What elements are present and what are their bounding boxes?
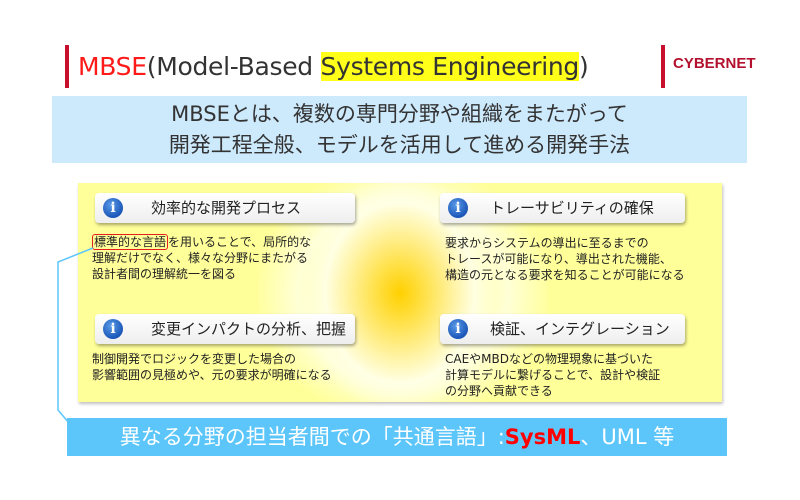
title-highlight: Systems Engineering (320, 52, 579, 81)
sysml-highlight: SysML (504, 425, 581, 449)
card-line: CAEやMBDなどの物理現象に基づいた (445, 352, 653, 366)
card-header-change-impact: i 変更インパクトの分析、把握 (95, 314, 355, 344)
company-logo: CYBERNET (673, 55, 756, 72)
definition-banner: MBSEとは、複数の専門分野や組織をまたがって 開発工程全般、モデルを活用して進… (52, 96, 747, 163)
info-icon: i (103, 198, 123, 218)
card-line: を用いることで、局所的な (168, 235, 312, 249)
card-line: 構造の元となる要求を知ることが可能になる (445, 268, 685, 282)
title-accent-bar (65, 45, 69, 88)
title-close: ) (579, 52, 589, 81)
footer-suffix: 、UML 等 (580, 425, 675, 449)
card-line: 制御開発でロジックを変更した場合の (92, 352, 297, 366)
card-body-efficient-process: 標準的な言語を用いることで、局所的な 理解だけでなく、様々な分野にまたがる 設計… (92, 234, 311, 282)
card-header-traceability: i トレーサビリティの確保 (440, 193, 685, 223)
card-body-verification: CAEやMBDなどの物理現象に基づいた 計算モデルに繋げることで、設計や検証 の… (445, 351, 660, 399)
benefits-panel: i 効率的な開発プロセス 標準的な言語を用いることで、局所的な 理解だけでなく、… (78, 183, 722, 402)
card-line: 影響範囲の見極めや、元の要求が明確になる (92, 368, 332, 382)
title-acronym: MBSE (78, 52, 147, 81)
card-body-change-impact: 制御開発でロジックを変更した場合の 影響範囲の見極めや、元の要求が明確になる (92, 351, 332, 383)
card-line: 設計者間の理解統一を図る (92, 267, 237, 281)
common-language-bar: 異なる分野の担当者間での「共通言語」:SysML、UML 等 (67, 418, 727, 456)
card-line: の分野へ貢献できる (445, 384, 553, 398)
card-header-efficient-process: i 効率的な開発プロセス (95, 193, 355, 223)
info-icon: i (103, 319, 123, 339)
card-header-verification: i 検証、インテグレーション (440, 314, 685, 344)
page-title: MBSE(Model-Based Systems Engineering) (78, 48, 589, 86)
standard-language-term: 標準的な言語 (92, 234, 169, 250)
info-icon: i (448, 198, 468, 218)
footer-prefix: 異なる分野の担当者間での「共通言語」: (119, 425, 505, 449)
card-title: トレーサビリティの確保 (490, 199, 654, 217)
banner-line-1: MBSEとは、複数の専門分野や組織をまたがって (171, 102, 628, 126)
info-icon: i (448, 319, 468, 339)
card-line: 計算モデルに繋げることで、設計や検証 (445, 368, 661, 382)
card-line: トレースが可能になり、導出された機能、 (445, 252, 672, 266)
card-line: 要求からシステムの導出に至るまでの (445, 236, 649, 250)
card-title: 検証、インテグレーション (490, 320, 670, 338)
banner-line-2: 開発工程全般、モデルを活用して進める開発手法 (168, 133, 631, 157)
card-title: 変更インパクトの分析、把握 (151, 320, 347, 338)
card-title: 効率的な開発プロセス (151, 199, 302, 217)
card-line: 理解だけでなく、様々な分野にまたがる (92, 251, 309, 265)
card-body-traceability: 要求からシステムの導出に至るまでの トレースが可能になり、導出された機能、 構造… (445, 235, 685, 283)
logo-accent-bar (661, 45, 665, 88)
title-open: (Model-Based (146, 52, 321, 81)
